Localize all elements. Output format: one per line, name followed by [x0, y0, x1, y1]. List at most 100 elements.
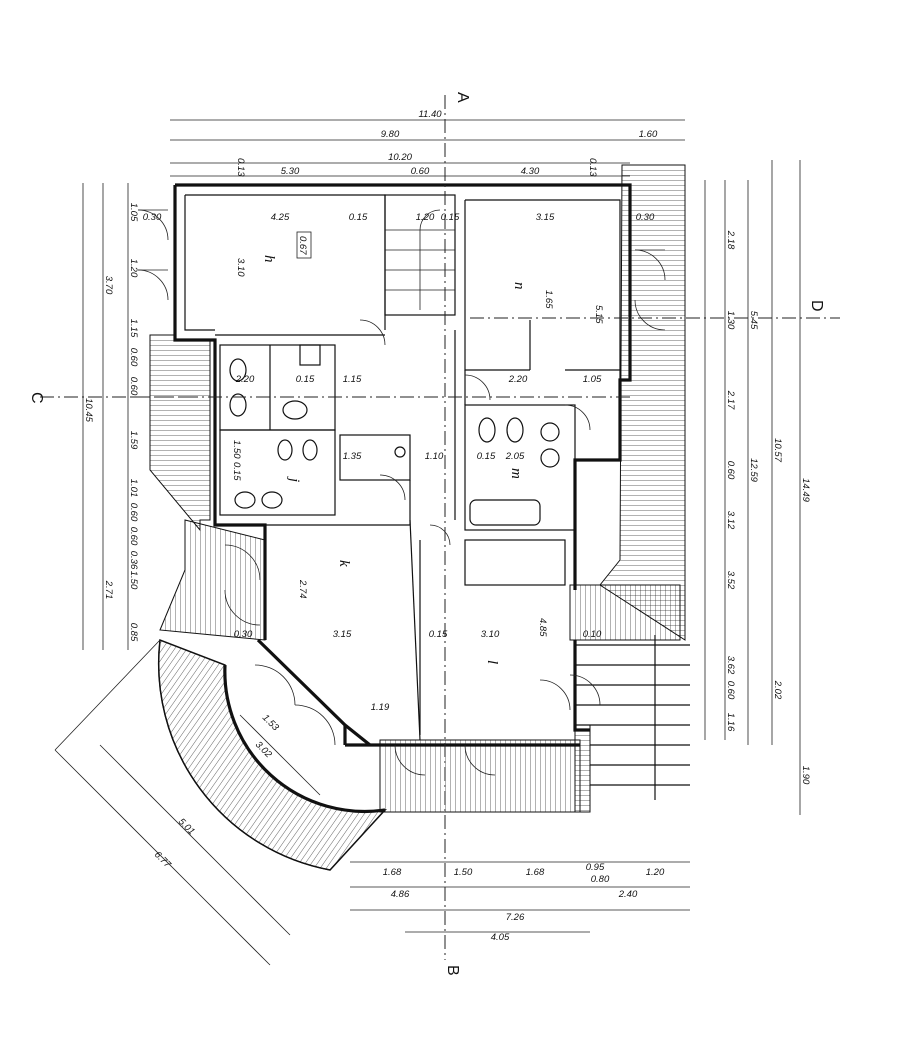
curved-bay	[157, 638, 387, 871]
dim-overall: 11.40	[418, 109, 442, 120]
dim-diag-3: 5.01	[176, 816, 197, 837]
room-label-j: j	[286, 476, 302, 482]
dim-corr-a: 1.35	[343, 451, 362, 462]
dim-left-5: 0.60	[128, 377, 139, 396]
dim-right-seg2: 4.30	[521, 166, 540, 177]
room-label-k: k	[336, 560, 352, 567]
dim-diag-1: 1.53	[260, 712, 281, 733]
dim-bottom-1: 1.50	[454, 867, 473, 878]
dim-left-8: 1.01	[128, 479, 139, 498]
dim-bottom-8: 7.26	[506, 912, 525, 923]
section-label-a: A	[454, 92, 471, 103]
dim-right-10: 2.02	[772, 680, 783, 700]
dim-bath-b: 0.15	[296, 374, 315, 385]
dim-edge-right: 0.13	[587, 158, 598, 177]
section-axes	[40, 95, 840, 960]
dim-right-seg: 1.60	[639, 129, 658, 140]
dim-stair-c: 0.15	[441, 212, 460, 223]
dim-n-right-a: 2.20	[508, 374, 528, 385]
dim-left-7: 10.45	[83, 398, 94, 422]
dim-left-seg: 5.30	[281, 166, 300, 177]
dim-right-0: 2.18	[725, 230, 736, 250]
dim-right-14: 1.90	[800, 766, 811, 785]
dim-corr-c: 0.15	[477, 451, 496, 462]
dim-bottom-6: 4.86	[391, 889, 410, 900]
section-labels: A B C D	[28, 92, 825, 976]
dim-n-depth-a: 1.65	[543, 290, 554, 309]
terrace-left	[149, 334, 266, 641]
dim-left-10: 0.60	[128, 527, 139, 546]
dim-k-width: 3.15	[333, 629, 352, 640]
dim-right-4: 2.17	[725, 390, 736, 410]
fixtures	[229, 344, 560, 509]
dim-mid: 10.20	[388, 152, 412, 163]
dim-n-right-b: 1.05	[583, 374, 602, 385]
dim-right-13: 1.16	[725, 713, 736, 732]
dim-bottom-3: 0.95	[586, 862, 605, 873]
dim-wall-l: 0.30	[143, 212, 162, 223]
dim-edge-left: 0.13	[235, 158, 246, 177]
dim-left-1: 1.20	[128, 259, 139, 278]
section-label-b: B	[444, 965, 461, 976]
dim-left-4: 0.60	[128, 348, 139, 367]
dim-right-3: 10.57	[772, 438, 783, 462]
dim-bottom-2: 1.68	[526, 867, 545, 878]
dim-right-11: 3.62	[725, 656, 736, 675]
dim-right-7: 0.60	[725, 461, 736, 480]
dimension-lines	[54, 119, 801, 966]
dim-right-6: 14.49	[800, 478, 811, 502]
dim-inner: 9.80	[381, 129, 400, 140]
dim-n-width: 3.15	[536, 212, 555, 223]
dim-h-depth: 3.10	[235, 258, 246, 277]
dim-left-0: 1.05	[128, 203, 139, 222]
room-label-h: h	[261, 255, 277, 263]
dim-left-6: 1.59	[128, 431, 139, 450]
dim-left-14: 0.85	[128, 623, 139, 642]
dim-left-12: 1.50	[128, 571, 139, 590]
pergola	[575, 635, 690, 800]
dim-stair-b: 1.20	[416, 212, 435, 223]
dim-left-2: 3.70	[103, 276, 114, 295]
dims-right: 2.185.451.3010.572.1712.5914.490.603.123…	[725, 230, 811, 785]
dim-bottom-9: 4.05	[491, 932, 510, 943]
dim-right-2: 1.30	[725, 311, 736, 330]
roof-right	[599, 164, 686, 641]
room-label-n: n	[511, 282, 527, 290]
room-area-tag: 0.67	[297, 236, 308, 255]
dim-diag-4: 6.77	[152, 849, 173, 870]
dim-wall-k: 0.30	[234, 629, 253, 640]
dim-corr-d: 2.05	[505, 451, 525, 462]
dim-wall-r: 0.30	[636, 212, 655, 223]
dim-j-b: 0.15	[231, 462, 242, 481]
dims-top: 11.40 9.80 1.60 10.20 5.30 0.60 4.30 0.1…	[235, 109, 658, 177]
dim-left-11: 0.36	[128, 551, 139, 570]
dim-right-9: 3.52	[725, 571, 736, 590]
dim-bottom-7: 2.40	[618, 889, 638, 900]
dim-left-3: 1.15	[128, 319, 139, 338]
dims-left: 1.05 1.20 3.70 1.15 0.60 0.60 1.59 10.45 1.01 0.6…	[83, 203, 139, 642]
dim-corr-b: 1.10	[425, 451, 444, 462]
dim-n-depth-b: 5.15	[593, 305, 604, 324]
dim-stair-a: 0.15	[349, 212, 368, 223]
dim-left-9: 0.60	[128, 503, 139, 522]
interior-walls	[184, 194, 621, 741]
dim-kl-wall: 0.15	[429, 629, 448, 640]
dim-bottom-0: 1.68	[383, 867, 402, 878]
room-label-l: l	[484, 660, 500, 664]
section-label-d: D	[808, 300, 825, 312]
dim-wall-l2: 0.10	[583, 629, 602, 640]
section-label-c: C	[28, 392, 45, 404]
dims-inner: 4.25 3.15 0.15 1.20 0.15 0.30 0.30 3.10 …	[143, 212, 655, 713]
dim-center-seg: 0.60	[411, 166, 430, 177]
dim-l-depth: 4.85	[537, 618, 548, 637]
dim-bottom-5: 1.20	[646, 867, 665, 878]
dim-j-a: 1.50	[231, 440, 242, 459]
dim-left-13: 2.71	[103, 580, 114, 600]
room-label-m: m	[508, 468, 524, 479]
dim-bay: 1.19	[371, 702, 390, 713]
dim-l-width: 3.10	[481, 629, 500, 640]
room-labels: h n j m k l 0.67	[261, 231, 527, 664]
dim-bath-c: 1.15	[343, 374, 362, 385]
